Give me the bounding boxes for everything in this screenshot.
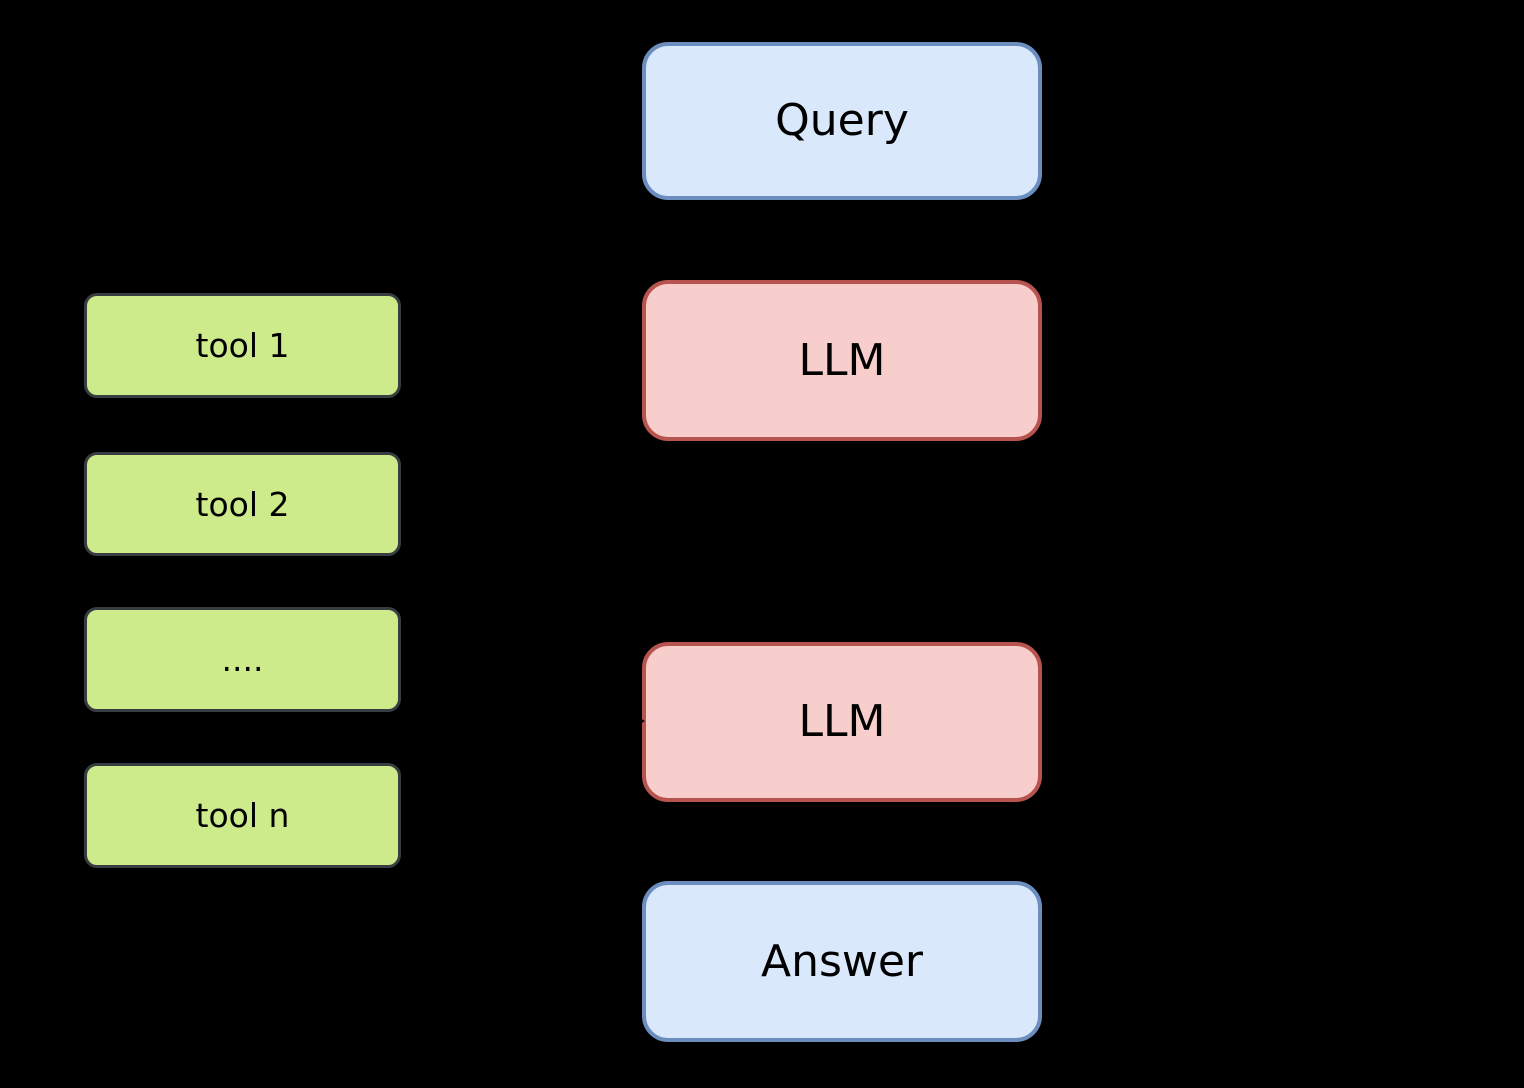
llm-bottom-node: LLM [642,642,1042,802]
query-node: Query [642,42,1042,200]
arrowhead-into-llm-bottom-icon [633,714,645,728]
answer-label: Answer [760,935,924,987]
llm-top-label: LLM [798,334,886,386]
llm-bottom-label: LLM [798,696,886,747]
tool-2-node: tool 2 [84,452,401,556]
tool-1-node: tool 1 [84,293,401,398]
tool-n-label: tool n [195,796,290,835]
tool-2-label: tool 2 [195,484,290,524]
answer-node: Answer [642,881,1042,1042]
tool-1-label: tool 1 [195,326,290,365]
query-label: Query [775,95,909,146]
llm-top-node: LLM [642,280,1042,441]
tool-ellipsis-node: .... [84,607,401,712]
tool-n-node: tool n [84,763,401,868]
tool-ellipsis-label: .... [221,640,264,679]
